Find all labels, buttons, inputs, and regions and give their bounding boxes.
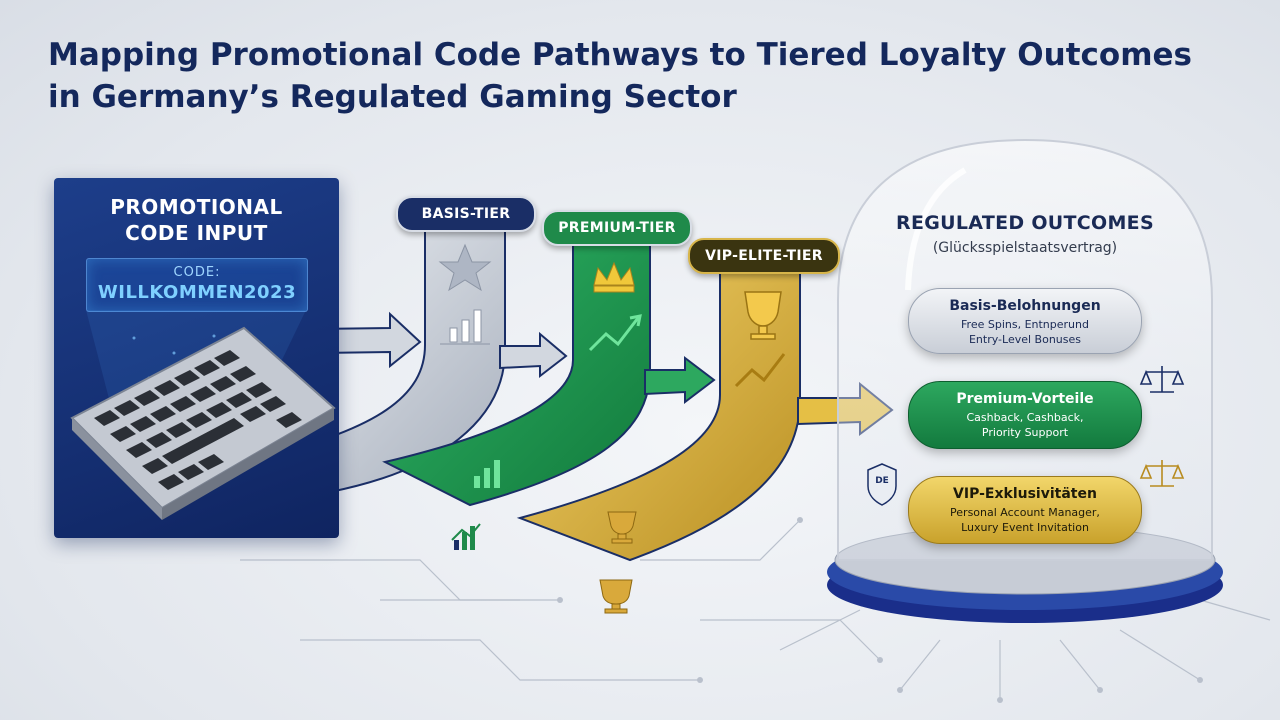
outcome-premium[interactable]: Premium-Vorteile Cashback, Cashback, Pri…	[908, 381, 1142, 449]
circuit-nodes	[557, 517, 1203, 703]
keyboard-illustration	[70, 310, 336, 520]
circuit-lines	[240, 519, 1271, 700]
input-panel-title: PROMOTIONAL CODE INPUT	[54, 194, 339, 246]
page-title: Mapping Promotional Code Pathways to Tie…	[48, 34, 1228, 118]
trophy-icon	[744, 291, 782, 340]
outcome-vip-title: VIP-Exklusivitäten	[953, 486, 1097, 502]
tier-pill-vip[interactable]: VIP-ELITE-TIER	[688, 238, 840, 274]
outcome-basis-title: Basis-Belohnungen	[949, 298, 1101, 314]
bar-chart-icon-floor	[451, 523, 481, 550]
outcomes-subtitle: (Glücksspielstaatsvertrag)	[932, 240, 1118, 256]
input-title-line-1: PROMOTIONAL	[110, 195, 283, 219]
trend-chart-icon	[588, 314, 642, 352]
title-line-2: in Germany’s Regulated Gaming Sector	[48, 79, 737, 115]
title-line-1: Mapping Promotional Code Pathways to Tie…	[48, 37, 1193, 73]
code-input-field[interactable]: CODE: WILLKOMMEN2023	[86, 258, 308, 312]
outcomes-title: REGULATED OUTCOMES	[896, 212, 1154, 234]
code-value: WILLKOMMEN2023	[97, 282, 297, 303]
code-label: CODE:	[173, 265, 221, 280]
outcome-basis-line2: Entry-Level Bonuses	[968, 333, 1082, 346]
shield-icon	[867, 463, 897, 506]
bar-chart-icon-green	[474, 460, 500, 488]
outcome-premium-line2: Priority Support	[981, 426, 1069, 439]
outcome-basis-line1: Free Spins, Entnperund	[961, 318, 1089, 331]
trophy-icon-small	[607, 511, 637, 544]
outcome-premium-line1: Cashback, Cashback,	[966, 411, 1084, 424]
crown-icon	[593, 261, 635, 293]
tier-pill-premium[interactable]: PREMIUM-TIER	[542, 210, 692, 246]
outcome-vip-line1: Personal Account Manager,	[950, 506, 1100, 519]
scales-icon-gold	[1139, 460, 1185, 487]
promotional-code-panel: PROMOTIONAL CODE INPUT CODE: WILLKOMMEN2…	[54, 178, 339, 538]
outcome-vip[interactable]: VIP-Exklusivitäten Personal Account Mana…	[908, 476, 1142, 544]
bar-chart-icon	[440, 309, 490, 345]
scales-icon	[1139, 366, 1185, 393]
shield-badge-text: DE	[875, 476, 889, 486]
outcome-basis[interactable]: Basis-Belohnungen Free Spins, Entnperund…	[908, 288, 1142, 354]
trend-chart-icon-vip	[734, 353, 786, 388]
trophy-icon-floor	[599, 579, 633, 614]
outcome-vip-line2: Luxury Event Invitation	[961, 521, 1089, 534]
premium-pathway	[382, 234, 716, 507]
outcome-premium-title: Premium-Vorteile	[956, 391, 1094, 407]
star-icon	[438, 243, 492, 292]
input-title-line-2: CODE INPUT	[125, 221, 268, 245]
keyboard-icon	[70, 326, 336, 520]
tier-pill-basis[interactable]: BASIS-TIER	[396, 196, 536, 232]
